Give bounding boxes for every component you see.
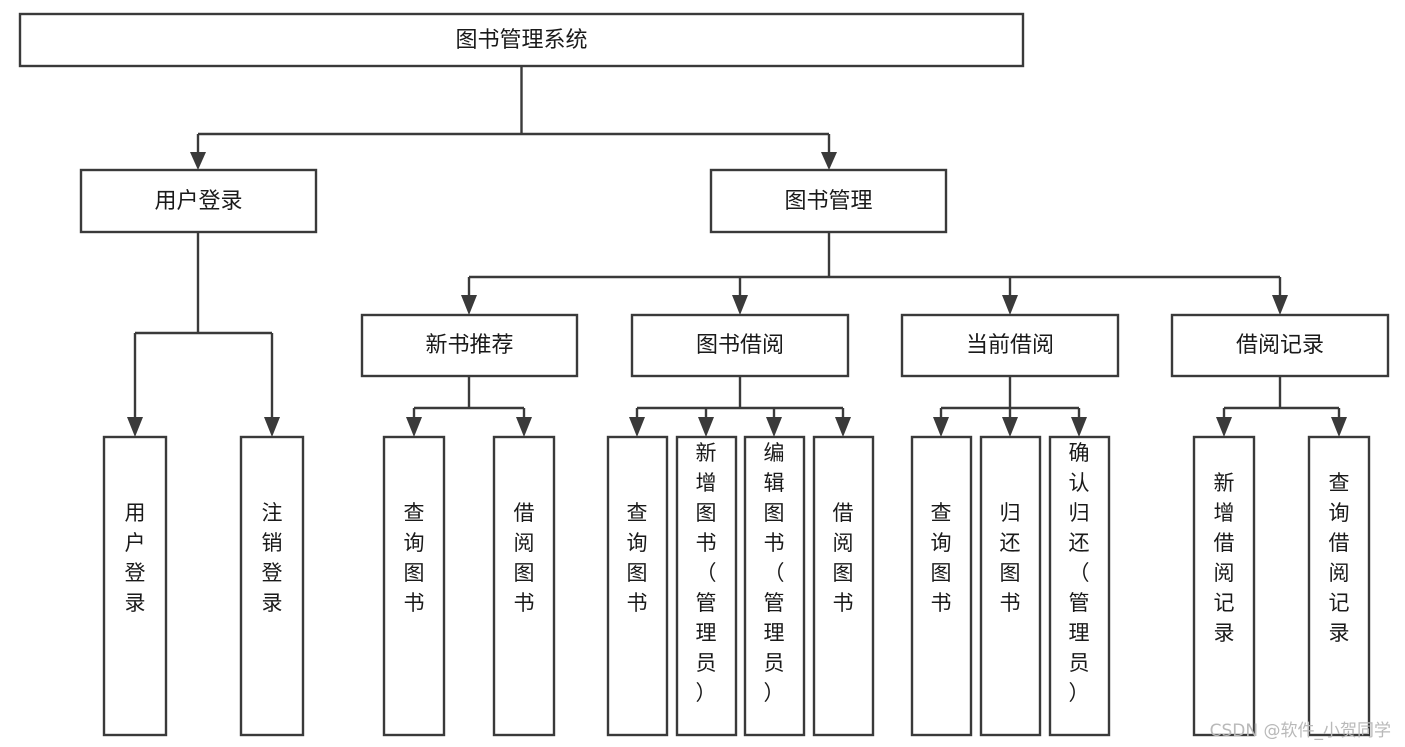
node-user-login-box[interactable] xyxy=(79,168,318,234)
arrow-head-book-management xyxy=(821,152,837,170)
node-leaf-borrow-book-1-box[interactable] xyxy=(492,435,556,737)
node-leaf-logout-login[interactable]: 注销登录 xyxy=(239,435,305,737)
arrow-head-current-borrow xyxy=(1002,295,1018,315)
node-root-box[interactable] xyxy=(18,12,1025,68)
node-leaf-borrow-book-1-label: 借阅图书 xyxy=(514,501,535,615)
node-leaf-query-book-3-label: 查询图书 xyxy=(931,501,952,615)
node-borrow-record-box[interactable] xyxy=(1170,313,1390,378)
arrow-head-new-book-recommend xyxy=(461,295,477,315)
node-leaf-query-book-3[interactable]: 查询图书 xyxy=(910,435,973,737)
arrow-head-leaf-add-book xyxy=(698,417,714,437)
node-leaf-return-book-label: 归还图书 xyxy=(1000,501,1021,615)
node-leaf-confirm-return-label: 确认归还（管理员） xyxy=(1069,441,1090,705)
node-current-borrow-box[interactable] xyxy=(900,313,1120,378)
node-book-management-box[interactable] xyxy=(709,168,948,234)
node-leaf-edit-book[interactable]: 编辑图书（管理员） xyxy=(743,435,806,737)
node-leaf-return-book[interactable]: 归还图书 xyxy=(979,435,1042,737)
arrow-head-leaf-add-record xyxy=(1216,417,1232,437)
node-leaf-borrow-book-1[interactable]: 借阅图书 xyxy=(492,435,556,737)
node-root[interactable]: 图书管理系统 xyxy=(18,12,1025,68)
node-leaf-logout-login-box[interactable] xyxy=(239,435,305,737)
node-book-borrow[interactable]: 图书借阅 xyxy=(630,313,850,378)
arrow-head-leaf-borrow-book-2 xyxy=(835,417,851,437)
node-leaf-edit-book-label: 编辑图书（管理员） xyxy=(764,441,785,705)
node-leaf-confirm-return[interactable]: 确认归还（管理员） xyxy=(1048,435,1111,737)
arrow-head-leaf-edit-book xyxy=(766,417,782,437)
arrow-head-book-borrow xyxy=(732,295,748,315)
node-leaf-query-record-box[interactable] xyxy=(1307,435,1371,737)
node-leaf-borrow-book-2-label: 借阅图书 xyxy=(833,501,854,615)
node-leaf-query-book-2[interactable]: 查询图书 xyxy=(606,435,669,737)
connector-layer xyxy=(127,66,1347,437)
arrow-head-leaf-confirm-return xyxy=(1071,417,1087,437)
node-leaf-query-book-1-box[interactable] xyxy=(382,435,446,737)
node-leaf-query-book-2-box[interactable] xyxy=(606,435,669,737)
node-book-management[interactable]: 图书管理 xyxy=(709,168,948,234)
node-leaf-add-record-box[interactable] xyxy=(1192,435,1256,737)
node-leaf-add-book-label: 新增图书（管理员） xyxy=(696,441,717,705)
node-leaf-logout-login-label: 注销登录 xyxy=(262,501,283,615)
arrow-head-borrow-record xyxy=(1272,295,1288,315)
node-leaf-borrow-book-2[interactable]: 借阅图书 xyxy=(812,435,875,737)
node-leaf-query-record-label: 查询借阅记录 xyxy=(1329,471,1350,645)
arrow-head-leaf-query-book-1 xyxy=(406,417,422,437)
node-leaf-query-book-2-label: 查询图书 xyxy=(627,501,648,615)
node-leaf-add-book[interactable]: 新增图书（管理员） xyxy=(675,435,738,737)
node-new-book-recommend-label: 新书推荐 xyxy=(425,333,513,358)
arrow-head-leaf-query-book-3 xyxy=(933,417,949,437)
node-leaf-confirm-return-box[interactable] xyxy=(1048,435,1111,737)
node-leaf-user-login-box[interactable] xyxy=(102,435,168,737)
node-leaf-user-login[interactable]: 用户登录 xyxy=(102,435,168,737)
node-root-label: 图书管理系统 xyxy=(455,28,587,53)
node-leaf-add-book-box[interactable] xyxy=(675,435,738,737)
node-leaf-query-book-1-label: 查询图书 xyxy=(404,501,425,615)
node-current-borrow[interactable]: 当前借阅 xyxy=(900,313,1120,378)
node-leaf-query-book-3-box[interactable] xyxy=(910,435,973,737)
arrow-head-leaf-logout-login xyxy=(264,417,280,437)
node-leaf-add-record[interactable]: 新增借阅记录 xyxy=(1192,435,1256,737)
node-leaf-add-record-label: 新增借阅记录 xyxy=(1214,471,1235,645)
node-book-borrow-label: 图书借阅 xyxy=(696,333,784,358)
node-book-management-label: 图书管理 xyxy=(784,189,872,214)
node-user-login-label: 用户登录 xyxy=(154,189,242,214)
node-borrow-record[interactable]: 借阅记录 xyxy=(1170,313,1390,378)
node-new-book-recommend-box[interactable] xyxy=(360,313,579,378)
arrow-head-user-login xyxy=(190,152,206,170)
node-leaf-return-book-box[interactable] xyxy=(979,435,1042,737)
node-borrow-record-label: 借阅记录 xyxy=(1236,333,1324,358)
node-leaf-edit-book-box[interactable] xyxy=(743,435,806,737)
arrow-head-leaf-borrow-book-1 xyxy=(516,417,532,437)
node-leaf-borrow-book-2-box[interactable] xyxy=(812,435,875,737)
arrow-head-leaf-user-login xyxy=(127,417,143,437)
node-leaf-user-login-label: 用户登录 xyxy=(125,501,146,615)
node-current-borrow-label: 当前借阅 xyxy=(966,333,1054,358)
arrow-head-leaf-query-book-2 xyxy=(629,417,645,437)
node-leaf-query-book-1[interactable]: 查询图书 xyxy=(382,435,446,737)
node-leaf-query-record[interactable]: 查询借阅记录 xyxy=(1307,435,1371,737)
node-book-borrow-box[interactable] xyxy=(630,313,850,378)
node-user-login[interactable]: 用户登录 xyxy=(79,168,318,234)
arrow-head-leaf-return-book xyxy=(1002,417,1018,437)
arrow-head-leaf-query-record xyxy=(1331,417,1347,437)
node-new-book-recommend[interactable]: 新书推荐 xyxy=(360,313,579,378)
